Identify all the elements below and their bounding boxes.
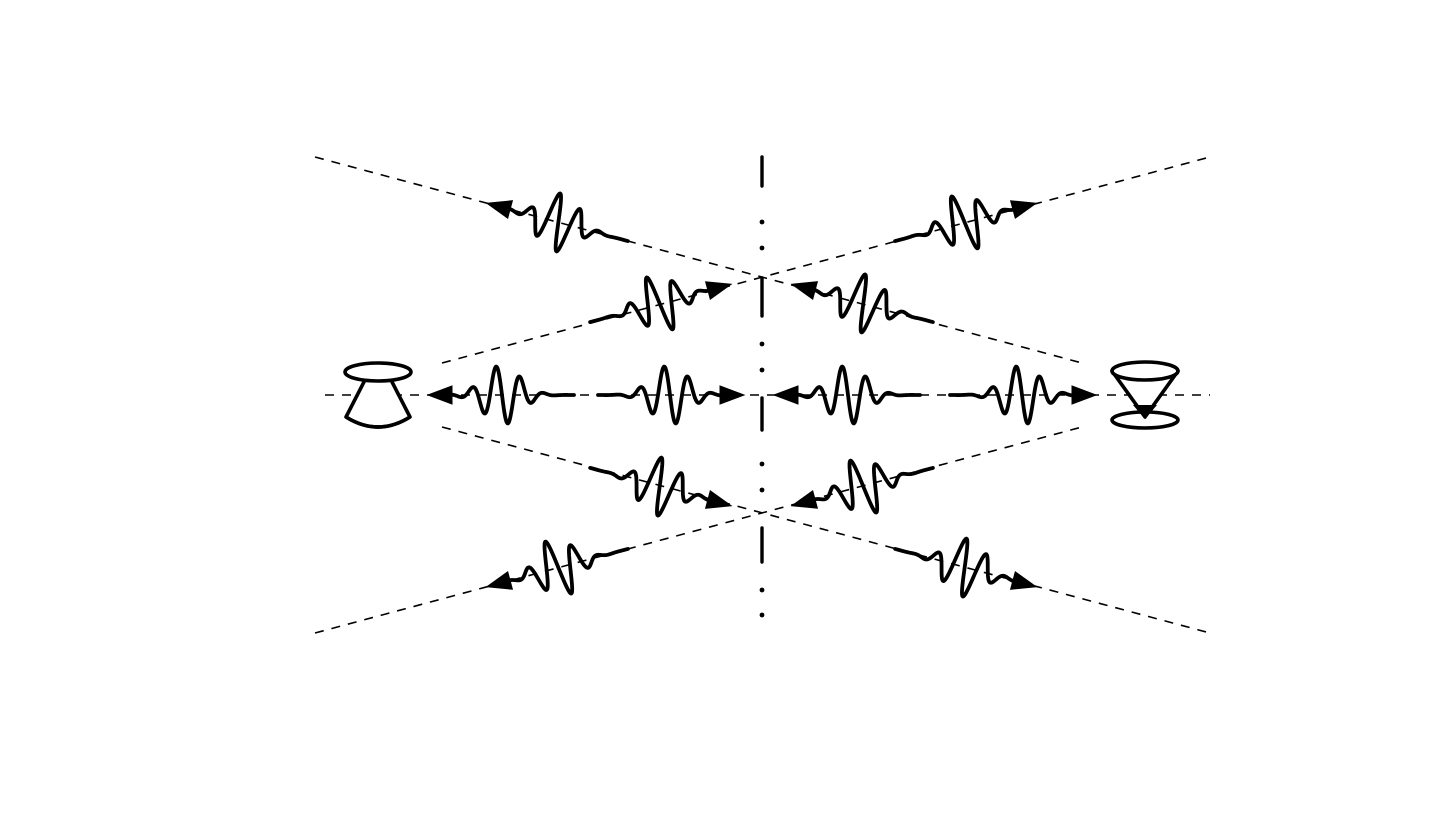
packet-upper-left-outer [485,191,630,254]
arrowhead [790,490,819,509]
downward-cone-icon [1110,360,1180,430]
wave-curve [588,275,712,332]
wave-curve [811,458,935,515]
arrowhead [1009,571,1038,590]
arrowhead [1009,200,1038,219]
packet-axis-far-right [948,364,1098,426]
cone-tip [1133,405,1157,419]
cone-symbols [343,360,1180,430]
cone-base [345,415,411,429]
arrowhead [772,385,799,405]
arrowhead [1071,385,1098,405]
packet-lower-left-inner [588,455,733,518]
packet-lower-right-outer [893,536,1038,599]
upper-crossing-ray-a [314,156,1083,364]
axis-dot [759,587,765,593]
packet-upper-right-outer [893,194,1038,251]
packet-upper-left-inner [588,275,733,332]
packet-upper-right-inner [790,272,935,335]
axis-dot [759,367,765,373]
wave-curve [893,194,1017,251]
packet-axis-near-left [596,364,746,426]
axis-dot [759,461,765,467]
axis-dot [759,341,765,347]
upper-crossing-ray-b [441,156,1211,364]
packet-axis-near-right [772,364,922,426]
arrowhead [790,281,819,300]
wave-curve [811,272,935,335]
lower-crossing-ray-a [441,426,1211,634]
upward-cone-icon [343,361,413,429]
wave-curve [506,191,630,254]
arrowhead [485,200,514,219]
lower-crossing-ray-b [314,426,1083,634]
axis-dot [759,612,765,618]
wave-curve [948,364,1076,426]
dashed-rays [314,156,1211,634]
wave-curve [448,364,576,426]
arrowhead [485,571,514,590]
arrowhead [719,385,746,405]
axis-dot [759,487,765,493]
packet-lower-left-outer [485,539,630,596]
packet-axis-far-left [426,364,576,426]
axis-dot [759,245,765,251]
wave-curve [506,539,630,596]
packet-lower-right-inner [790,458,935,515]
center-axis [759,155,765,618]
axis-dot [759,219,765,225]
wave-curve [794,364,922,426]
arrowhead [426,385,453,405]
wave-packets [426,191,1098,599]
arrowhead [704,281,733,300]
wave-curve [596,364,724,426]
arrowhead [704,490,733,509]
wave-curve [893,536,1017,599]
cone-top-ellipse [343,361,413,383]
cone-top-ellipse [1110,360,1180,382]
wave-curve [588,455,712,518]
